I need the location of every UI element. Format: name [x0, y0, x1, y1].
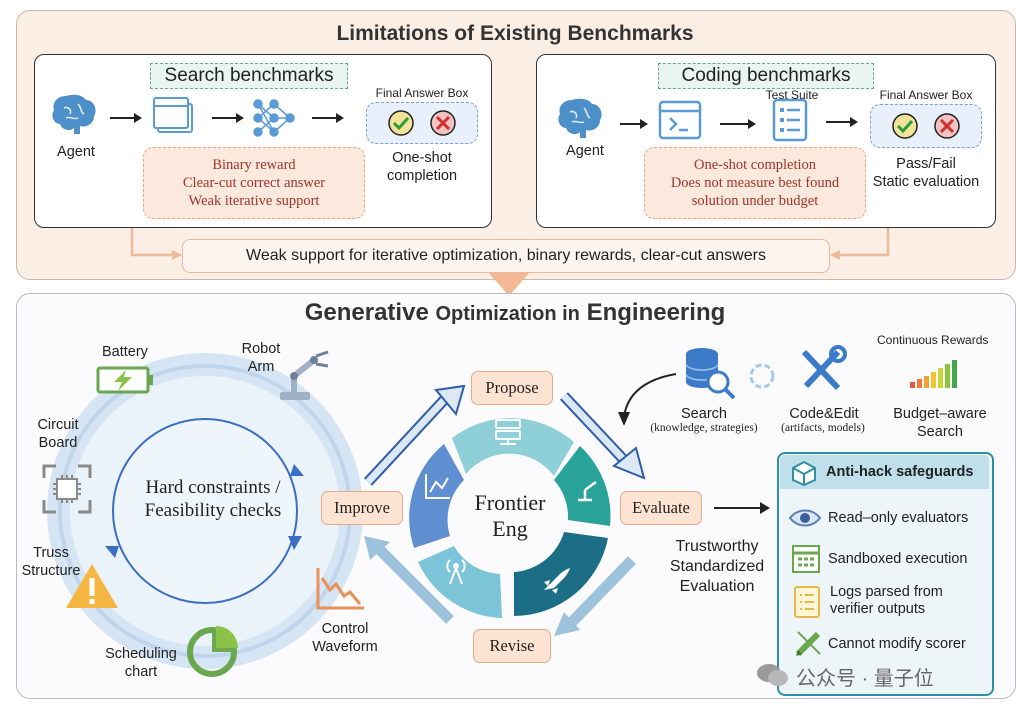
code-edit-sub: (artifacts, models) [781, 422, 865, 434]
arrow-icon [714, 502, 770, 514]
battery-label: Battery [102, 344, 148, 360]
coding-final-answer-label: Final Answer Box [879, 88, 973, 102]
cross-icon [430, 110, 456, 136]
waveform-icon [316, 568, 364, 610]
constraints-label: Hard constraints / Feasibility checks [144, 477, 282, 521]
search-tool-sub: (knowledge, strategies) [650, 422, 758, 434]
robot-arm-icon [280, 350, 329, 400]
test-suite-label: Test Suite [765, 88, 819, 102]
scheduling-label: Scheduling chart [105, 646, 177, 680]
tools-graphic [618, 345, 957, 426]
arrow-icon [826, 117, 858, 127]
anti-hack-item: Logs parsed from verifier outputs [830, 584, 943, 617]
pen-icon [795, 631, 821, 657]
eye-icon [788, 509, 822, 527]
circuit-chip-icon [42, 464, 92, 514]
code-edit-label: Code&Edit [789, 406, 859, 422]
arrow-icon [620, 119, 648, 129]
truss-label: Truss Structure [21, 545, 81, 579]
battery-icon [96, 366, 153, 394]
anti-hack-panel [777, 452, 994, 696]
coding-benchmarks-tag: Coding benchmarks [658, 63, 874, 89]
search-flow-graphic [52, 94, 344, 137]
search-tool-label: Search [681, 406, 727, 422]
control-waveform-label: Control Waveform [312, 621, 378, 655]
brain-icon [558, 98, 602, 138]
pie-chart-icon [187, 626, 238, 677]
circuit-board-label: Circuit Board [37, 417, 79, 451]
arrow-icon [312, 113, 344, 123]
improve-stage: Improve [321, 491, 403, 525]
checklist-icon [772, 98, 808, 142]
cycle-arrowhead [290, 464, 304, 476]
cube-icon [792, 460, 816, 486]
search-outcome: One-shot completion [386, 150, 458, 184]
weak-support-bar: Weak support for iterative optimization,… [182, 239, 830, 273]
robot-arm-label: Robot Arm [241, 341, 281, 375]
ring-segment-left [409, 444, 464, 548]
coding-outcome: Pass/Fail Static evaluation [872, 156, 980, 190]
robot-arm-icon [578, 480, 597, 502]
arrow-icon [720, 119, 756, 129]
database-search-icon [685, 348, 736, 400]
arrow-icon [212, 113, 244, 123]
budget-aware-label: Budget–aware Search [893, 406, 987, 440]
anti-hack-item: Read–only evaluators [828, 510, 969, 526]
constraints-ring [47, 353, 363, 669]
cycle-arrowhead [288, 536, 302, 550]
search-final-answer-label: Final Answer Box [375, 86, 469, 100]
check-icon [892, 113, 918, 139]
frontier-ring [409, 418, 611, 618]
generative-optimization-title: Generative Optimization in Engineering [304, 299, 726, 326]
server-icon [495, 419, 521, 445]
ring-segment-top [452, 418, 574, 476]
check-icon [388, 110, 414, 136]
search-final-answer-box [366, 102, 478, 144]
neural-network-icon [253, 99, 295, 137]
refresh-icon [749, 363, 775, 389]
brain-icon [52, 94, 96, 134]
watermark: 公众号 · 量子位 [796, 668, 934, 690]
anti-hack-title: Anti-hack safeguards [826, 464, 974, 480]
continuous-rewards-label: Continuous Rewards [877, 333, 989, 347]
cross-icon [934, 113, 960, 139]
revise-stage: Revise [473, 629, 551, 663]
search-benchmarks-tag: Search benchmarks [150, 63, 348, 89]
tools-icon [801, 345, 847, 391]
search-reward-box: Binary reward Clear-cut correct answer W… [143, 147, 365, 219]
coding-reward-box: One-shot completion Does not measure bes… [644, 147, 866, 219]
sandbox-grid-icon [792, 545, 820, 573]
folder-icon [153, 97, 193, 133]
cycle-arrows [363, 384, 646, 636]
weak-support-connectors [130, 228, 890, 296]
rising-bars-icon [910, 360, 957, 388]
search-agent-label: Agent [57, 144, 95, 160]
cycle-arrowhead [105, 546, 119, 558]
antenna-icon [446, 559, 466, 585]
wechat-icon [757, 664, 788, 686]
trustworthy-label: Trustworthy Standardized Evaluation [669, 538, 765, 595]
anti-hack-item: Cannot modify scorer [828, 636, 966, 652]
terminal-icon [658, 100, 702, 140]
line-chart-icon [425, 474, 450, 499]
arrow-icon [110, 113, 142, 123]
evaluate-stage: Evaluate [620, 491, 702, 525]
rocket-icon [544, 568, 570, 594]
limitations-title: Limitations of Existing Benchmarks [336, 22, 694, 45]
propose-stage: Propose [471, 371, 553, 405]
log-document-icon [794, 586, 820, 618]
coding-agent-label: Agent [566, 143, 604, 159]
ring-segment-bottom-left [418, 546, 502, 618]
ring-segment-right [554, 446, 611, 526]
coding-final-answer-box [870, 104, 982, 148]
frontier-eng-label: Frontier Eng [474, 490, 546, 541]
coding-flow-graphic [558, 98, 858, 142]
anti-hack-item: Sandboxed execution [828, 551, 968, 567]
warning-icon [66, 564, 118, 608]
